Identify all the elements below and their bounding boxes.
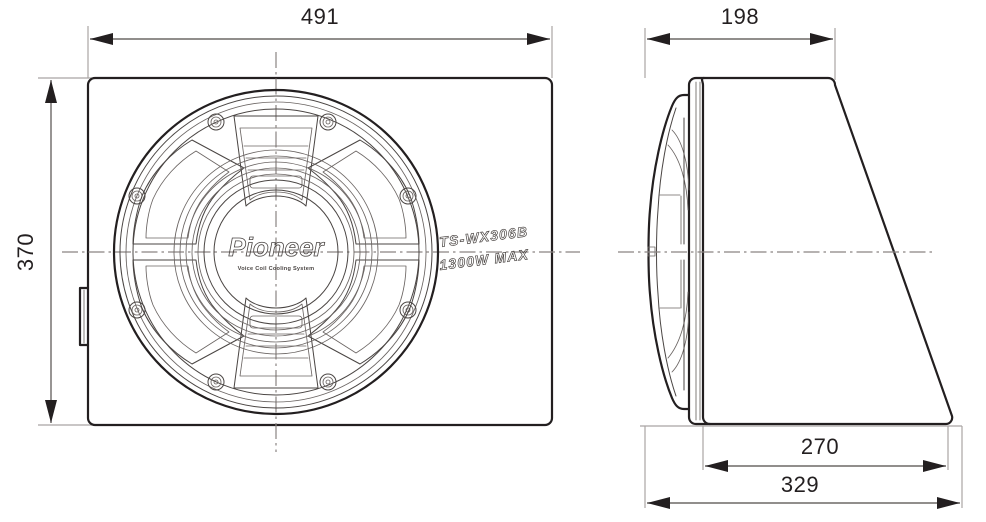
- power-badge: 1300W MAX: [438, 246, 530, 273]
- arrow-right-icon: [937, 497, 960, 509]
- side-middepth-dimension: 270: [705, 434, 946, 472]
- screw-icon: [207, 373, 225, 391]
- side-topdepth-extension-lines: [644, 28, 836, 80]
- arrow-left-icon: [90, 33, 113, 45]
- front-side-tab: [78, 286, 90, 347]
- arrow-left-icon: [647, 497, 670, 509]
- screw-icon: [319, 113, 337, 131]
- dimension-label-width: 491: [301, 4, 339, 29]
- dimension-label-bottom-depth: 329: [781, 472, 819, 497]
- screw-icon: [128, 301, 146, 319]
- side-bottom-extension-lines: [640, 425, 963, 508]
- arrow-right-icon: [810, 33, 833, 45]
- speaker-rim-inner: [119, 95, 433, 409]
- arrow-left-icon: [705, 460, 728, 472]
- side-enclosure-outline: [700, 76, 954, 426]
- arrow-right-icon: [527, 33, 550, 45]
- screw-icon: [399, 301, 417, 319]
- grille-opening-upper-left: [132, 139, 245, 245]
- front-height-extension-lines: [38, 77, 92, 426]
- speaker-dust-cap: [213, 189, 339, 315]
- speaker-mounting-screws: [128, 113, 417, 391]
- side-view: 198: [618, 4, 963, 509]
- dimension-label-mid-depth: 270: [801, 434, 839, 459]
- model-badge: TS-WX306B: [438, 223, 529, 250]
- front-height-dimension: 370: [13, 80, 57, 423]
- grille-opening-lower-right: [307, 259, 420, 365]
- grille-opening-upper-right: [307, 139, 420, 245]
- dimension-label-height: 370: [13, 233, 38, 271]
- speaker-grille-openings: [132, 139, 420, 365]
- front-speaker-assembly: Pioneer Voice Coil Cooling System TS-WX3…: [112, 88, 531, 416]
- front-width-extension-lines: [87, 26, 553, 78]
- grille-opening-lower-left: [132, 259, 245, 365]
- dimension-label-top-depth: 198: [721, 4, 759, 29]
- side-bottomdepth-dimension: 329: [647, 472, 960, 509]
- speaker-rim-bevel: [125, 101, 427, 403]
- speaker-cone-rings: [173, 149, 379, 355]
- arrow-right-icon: [923, 460, 946, 472]
- side-topdepth-dimension: 198: [647, 4, 833, 45]
- screw-icon: [207, 113, 225, 131]
- arrow-left-icon: [647, 33, 670, 45]
- pioneer-tagline: Voice Coil Cooling System: [238, 266, 315, 272]
- speaker-grille-boundary: [132, 108, 420, 396]
- pioneer-logo: Pioneer: [228, 232, 325, 262]
- front-view: 491 370: [13, 4, 580, 452]
- arrow-down-icon: [45, 400, 57, 423]
- speaker-badges: TS-WX306B 1300W MAX: [438, 223, 531, 273]
- screw-icon: [319, 373, 337, 391]
- front-width-dimension: 491: [90, 4, 550, 45]
- side-front-lip: [687, 76, 712, 426]
- arrow-up-icon: [45, 80, 57, 103]
- speaker-outer-rim: [112, 88, 440, 416]
